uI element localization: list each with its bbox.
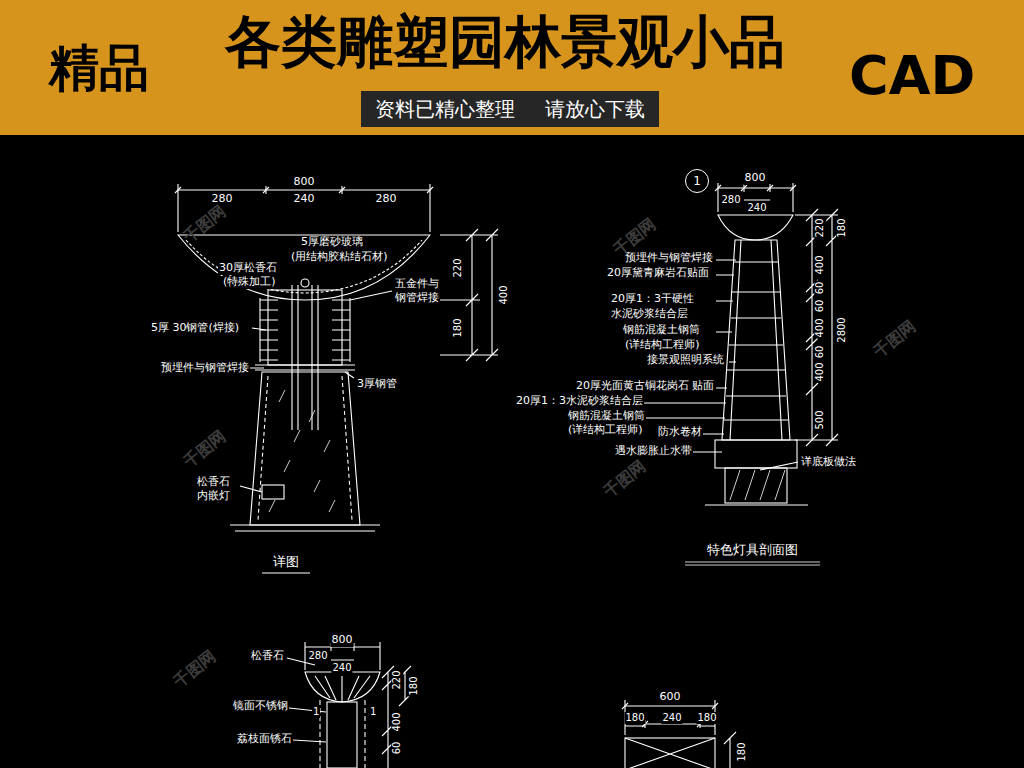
dimension-text: 2800 (836, 316, 848, 343)
watermark: 千图网 (180, 202, 231, 247)
dimension-text: 800 (293, 176, 316, 189)
node-text: 请放心下载 (545, 96, 645, 122)
dimension-text: 280 (375, 193, 398, 206)
annotation: 特色灯具剖面图 (706, 543, 799, 558)
annotation: 预埋件与钢管焊接 (624, 252, 714, 265)
annotation: 3厚钢管 (356, 378, 398, 391)
dimension-text: 400 (391, 711, 403, 732)
annotation: 松香石 (250, 650, 285, 663)
dimension-text: 180 (836, 217, 848, 238)
annotation: 荔枝面锈石 (236, 733, 293, 746)
dimension-text: 60 (814, 281, 826, 296)
dimension-text: 180 (624, 712, 645, 724)
dimension-text: 240 (661, 712, 682, 724)
title-text: 各类雕塑园林景观小品 (225, 10, 785, 74)
annotation: 内嵌灯 (196, 490, 231, 503)
dimension-text: 600 (659, 691, 682, 704)
left-detail (175, 184, 498, 573)
annotation: 接景观照明系统 (646, 354, 725, 367)
bottom-left-elevation (287, 642, 411, 768)
watermark: 千图网 (180, 427, 231, 472)
annotation: 钢筋混凝土钢筒 (567, 410, 646, 423)
dimension-text: 220 (814, 217, 826, 238)
annotation: 20厚黛青麻岩石贴面 (606, 267, 710, 280)
dimension-text: 280 (720, 194, 741, 206)
dimension-text: 240 (331, 662, 352, 674)
annotation: 30厚松香石 (218, 262, 278, 275)
annotation: 钢管焊接 (394, 292, 440, 305)
annotation: 20厚1：3干硬性 (610, 293, 695, 306)
dimension-text: 240 (746, 202, 767, 214)
dimension-text: 500 (814, 409, 826, 430)
dimension-text: 400 (814, 317, 826, 338)
annotation: 五金件与 (394, 278, 440, 291)
dimension-text: 220 (452, 257, 464, 278)
dimension-text: 1 (312, 706, 320, 718)
dimension-text: 220 (391, 669, 403, 690)
header-text: CAD (848, 45, 976, 107)
annotation: 水泥砂浆结合层 (610, 308, 689, 321)
section-marker: 1 (685, 169, 709, 193)
dimension-text: 800 (331, 634, 354, 647)
dimension-text: 60 (814, 299, 826, 314)
dimension-text: 180 (408, 675, 420, 696)
dimension-text: 180 (452, 317, 464, 338)
watermark: 千图网 (870, 317, 921, 362)
annotation: 松香石 (196, 476, 231, 489)
header-text: 精品 (48, 40, 150, 98)
dimension-text: 280 (307, 650, 328, 662)
watermark: 千图网 (600, 457, 651, 502)
annotation: 预埋件与钢管焊接 (160, 362, 250, 375)
dimension-text: 800 (744, 172, 767, 185)
watermark: 千图网 (170, 647, 221, 692)
dimension-text: 400 (814, 254, 826, 275)
annotation: 遇水膨胀止水带 (614, 445, 693, 458)
annotation: (详结构工程师) (624, 339, 701, 352)
dimension-text: 280 (211, 193, 234, 206)
dimension-text: 400 (498, 284, 510, 305)
annotation: 镜面不锈钢 (232, 700, 289, 713)
dimension-text: 180 (736, 741, 748, 762)
annotation: 钢筋混凝土钢筒 (622, 324, 701, 337)
annotation: (详结构工程师) (567, 424, 644, 437)
annotation: 20厚光面黄古铜花岗石 贴面 (575, 380, 716, 393)
node-text: 1 (693, 174, 701, 188)
dimension-text: 60 (391, 741, 403, 756)
subtitle-box: 资料已精心整理 请放心下载 (361, 91, 659, 127)
annotation: 5厚磨砂玻璃 (300, 236, 364, 249)
annotation: 防水卷材 (657, 426, 703, 439)
annotation: 5厚 30钢管(焊接) (150, 322, 240, 335)
node-text: 资料已精心整理 (375, 96, 515, 122)
dimension-text: 240 (293, 193, 316, 206)
dimension-text: 400 (814, 361, 826, 382)
dimension-text: 60 (814, 345, 826, 360)
right-section (642, 183, 838, 565)
dimension-text: 1 (369, 706, 377, 718)
annotation: (特殊加工) (222, 276, 277, 289)
annotation: (用结构胶粘结石材) (290, 251, 389, 264)
annotation: 详底板做法 (800, 456, 857, 469)
bottom-right-plan (622, 700, 736, 768)
annotation: 详图 (272, 555, 300, 570)
annotation: 20厚1：3水泥砂浆结合层 (515, 395, 644, 408)
dimension-text: 180 (696, 712, 717, 724)
